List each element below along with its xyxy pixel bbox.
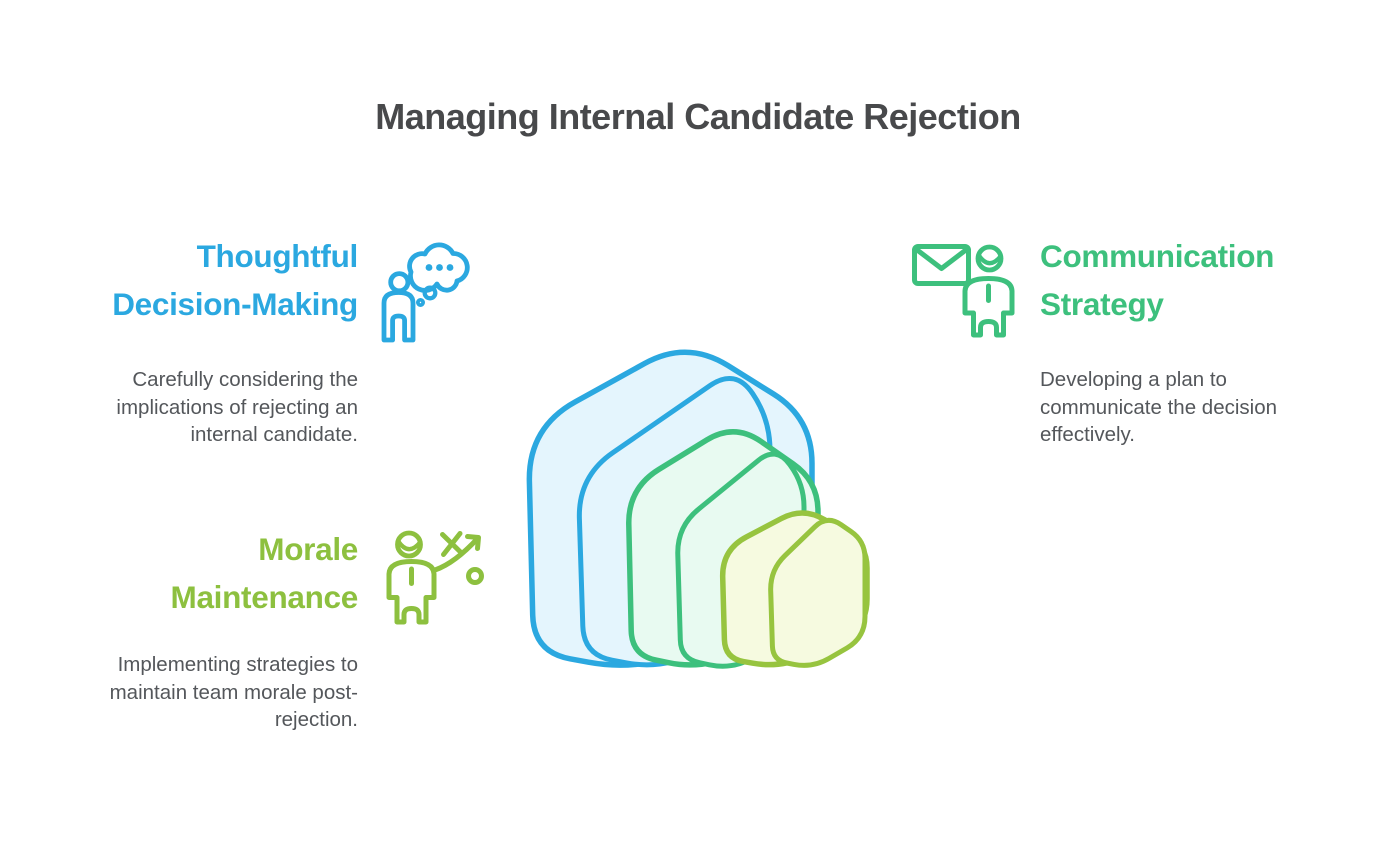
person-torso xyxy=(386,559,437,625)
person-torso xyxy=(962,276,1015,338)
strategy-arrowhead xyxy=(465,534,481,551)
page-title: Managing Internal Candidate Rejection xyxy=(375,96,1021,137)
heading-line: Communication xyxy=(1040,238,1275,274)
person-thought-bubble-icon xyxy=(380,240,485,350)
envelope-person-icon xyxy=(905,235,1015,345)
strategy-circle xyxy=(466,567,484,585)
heading-thoughtful-decision-making: Thoughtful Decision-Making xyxy=(20,232,358,328)
cloud-dot xyxy=(436,264,443,271)
x-mark xyxy=(440,531,464,557)
heading-morale-maintenance: Morale Maintenance xyxy=(20,525,359,621)
envelope xyxy=(912,244,971,286)
body-morale-maintenance: Implementing strategies to maintain team… xyxy=(109,653,358,731)
body-communication-strategy: Developing a plan to communicate the dec… xyxy=(1040,368,1278,446)
person-head xyxy=(388,271,411,294)
heading-communication-strategy: Communication Strategy xyxy=(1040,232,1380,328)
heading-line: Strategy xyxy=(1040,286,1164,322)
person-hair xyxy=(976,252,1003,266)
body-thoughtful-decision-making: Carefully considering the implications o… xyxy=(116,368,358,446)
person-hair xyxy=(395,538,423,552)
cloud-dot xyxy=(446,264,454,271)
person-torso xyxy=(381,290,416,343)
cloud-trail-bubble xyxy=(416,298,426,308)
heading-line: Morale xyxy=(258,531,358,567)
heading-line: Thoughtful xyxy=(196,238,359,274)
heading-line: Decision-Making xyxy=(112,286,358,322)
cloud-dot xyxy=(425,264,433,271)
heading-line: Maintenance xyxy=(170,579,359,615)
envelope-flap xyxy=(916,248,967,271)
strategy-arrow xyxy=(432,535,481,573)
cloud-trail-bubble xyxy=(422,285,438,301)
person-strategy-icon xyxy=(385,525,490,635)
stacked-square-small-yellow xyxy=(719,510,870,668)
